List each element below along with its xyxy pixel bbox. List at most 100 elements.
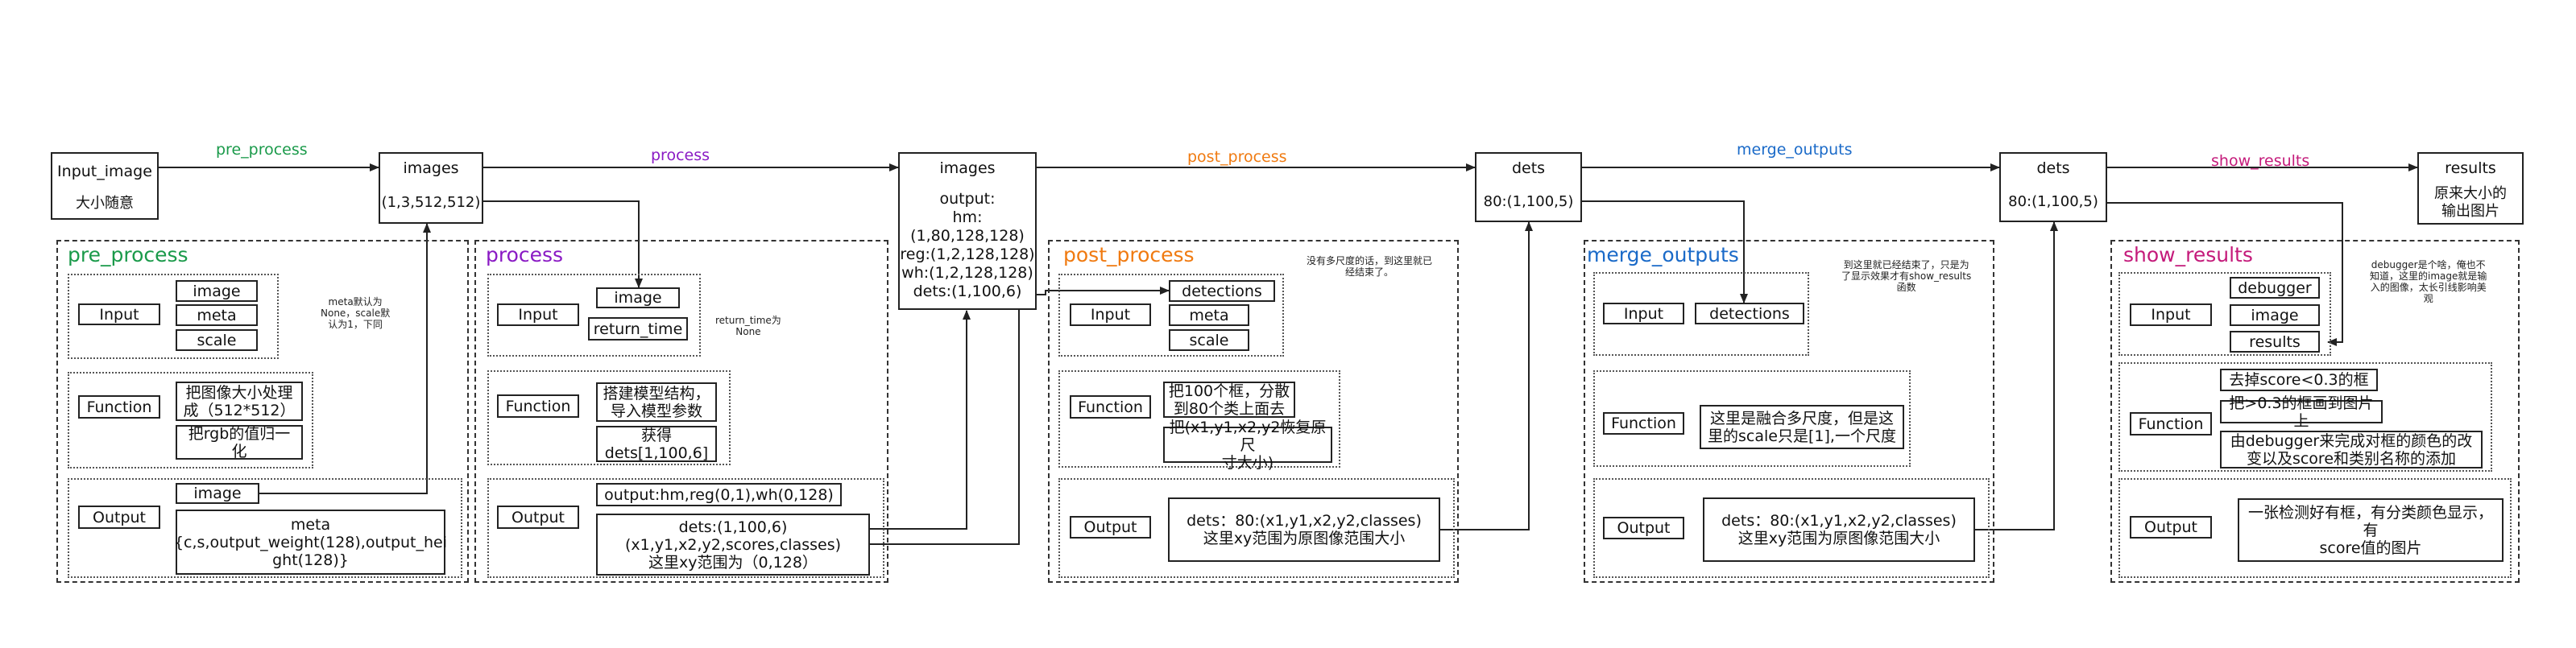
process-function-group xyxy=(487,370,731,465)
pre-process-input-label: Input xyxy=(78,303,160,325)
link-process-output-to-images2 xyxy=(870,310,971,530)
process-input-return-time: return_time xyxy=(588,317,688,341)
dets-node-2: dets xyxy=(1999,152,2107,184)
post-process-function-2: 把(x1,y1,x2,y2恢复原尺 寸大小) xyxy=(1163,419,1332,472)
edge-label-show-results: show_results xyxy=(2211,152,2310,170)
pre-process-input-meta: meta xyxy=(176,304,258,326)
link-preprocess-output-to-images xyxy=(259,223,431,494)
merge-input-label: Input xyxy=(1603,303,1684,324)
show-function-3: 由debugger来完成对框的颜色的改 变以及score和类别名称的添加 xyxy=(2220,431,2483,468)
edge-label-merge-output: merge_outputs xyxy=(1737,141,1853,159)
process-output-group xyxy=(487,478,884,578)
process-input-label: Input xyxy=(497,303,579,326)
show-output-label: Output xyxy=(2130,516,2212,539)
post-process-input-group xyxy=(1058,274,1284,357)
panel-show-results xyxy=(2110,240,2520,583)
show-input-label: Input xyxy=(2130,303,2212,326)
post-process-output-label: Output xyxy=(1070,516,1151,539)
pre-process-note: meta默认为 None，scale默 认为1，下同 xyxy=(321,296,391,330)
results-node-label: results xyxy=(2445,159,2496,177)
post-process-input-detections: detections xyxy=(1169,280,1275,302)
edge-label-post-process: post_process xyxy=(1187,148,1287,166)
images-node-2-sub-label: output: hm: (1,80,128,128) reg:(1,2,128,… xyxy=(900,190,1035,300)
link-postprocess-output-to-dets xyxy=(1440,221,1533,530)
dets-node-2-sub: 80:(1,100,5) xyxy=(1999,183,2107,222)
merge-output-label: Output xyxy=(1603,517,1684,539)
post-process-input-meta: meta xyxy=(1169,304,1249,326)
show-function-2: 把>0.3的框画到图片上 xyxy=(2220,394,2383,430)
images-node-1-sub: (1,3,512,512) xyxy=(379,183,483,224)
show-note: debugger是个啥，俺也不 知道，这里的image就是输 入的图像，太长引线… xyxy=(2370,259,2487,304)
process-function-2: 获得 dets[1,100,6] xyxy=(596,426,717,462)
merge-function-1: 这里是融合多尺度，但是这 里的scale只是[1],一个尺度 xyxy=(1700,405,1904,449)
process-output-label: Output xyxy=(497,506,579,529)
pre-process-function-2: 把rgb的值归一 化 xyxy=(176,425,303,460)
link-process-output-to-images2-b xyxy=(870,310,1020,545)
pre-process-function-1: 把图像大小处理 成（512*512） xyxy=(176,382,303,421)
panel-post-process-title: post_process xyxy=(1063,243,1195,266)
dets-node-1: dets xyxy=(1475,152,1582,184)
images-node-2-sub: output: hm: (1,80,128,128) reg:(1,2,128,… xyxy=(898,183,1037,310)
process-input-image: image xyxy=(596,287,680,308)
results-node-sub: 原来大小的 输出图片 xyxy=(2417,183,2524,225)
results-node: results xyxy=(2417,152,2524,184)
post-process-function-label: Function xyxy=(1070,395,1151,419)
panel-merge-outputs xyxy=(1584,240,1994,583)
panel-merge-outputs-title: merge_outputs xyxy=(1587,243,1739,266)
images-node-1: images xyxy=(379,152,483,184)
pre-process-output-label: Output xyxy=(78,506,160,529)
merge-note: 到这里就已经结束了，只是为 了显示效果才有show_results 函数 xyxy=(1841,259,1972,293)
merge-function-group xyxy=(1593,370,1911,467)
process-note: return_time为 None xyxy=(715,315,781,337)
show-input-image: image xyxy=(2230,304,2320,326)
images-node-2: images xyxy=(898,152,1037,184)
images-node-1-label: images xyxy=(403,159,459,177)
pre-process-output-group xyxy=(68,478,462,578)
pre-process-input-group xyxy=(68,274,279,359)
link-merge-output-to-dets2 xyxy=(1975,221,2058,530)
post-process-note: 没有多尺度的话，到这里就已 经结束了。 xyxy=(1307,255,1433,278)
dets-node-1-sub-label: 80:(1,100,5) xyxy=(1483,192,1574,210)
pre-process-function-group xyxy=(68,372,313,468)
pre-process-output-meta: meta {c,s,output_weight(128),output_hei … xyxy=(174,510,447,575)
edge-label-process: process xyxy=(651,147,710,164)
link-dets2-to-results-input xyxy=(2107,202,2343,346)
show-input-debugger: debugger xyxy=(2230,277,2320,299)
merge-function-label: Function xyxy=(1603,412,1684,435)
dets-node-2-label: dets xyxy=(2036,159,2070,177)
show-function-1: 去掉score<0.3的框 xyxy=(2220,369,2378,391)
dets-node-2-sub-label: 80:(1,100,5) xyxy=(2008,192,2098,210)
images-node-2-label: images xyxy=(939,159,996,177)
merge-output-group xyxy=(1593,478,1990,578)
panel-process xyxy=(474,240,888,583)
post-process-function-1: 把100个框，分散 到80个类上面去 xyxy=(1163,382,1295,418)
merge-input-detections: detections xyxy=(1695,303,1804,324)
dets-node-1-label: dets xyxy=(1511,159,1546,177)
show-input-group xyxy=(2118,272,2331,356)
show-function-group xyxy=(2118,362,2492,472)
pre-process-input-scale: scale xyxy=(176,329,258,351)
pre-process-output-image: image xyxy=(176,483,259,504)
process-output-dets: dets:(1,100,6) (x1,y1,x2,y2,scores,class… xyxy=(596,514,870,576)
post-process-function-group xyxy=(1058,370,1340,468)
process-function-1: 搭建模型结构， 导入模型参数 xyxy=(596,382,717,422)
images-node-1-sub-label: (1,3,512,512) xyxy=(381,193,481,211)
merge-output-dets: dets：80:(x1,y1,x2,y2,classes) 这里xy范围为原图像… xyxy=(1703,497,1975,562)
process-function-label: Function xyxy=(497,394,579,418)
panel-show-results-title: show_results xyxy=(2123,243,2253,266)
process-output-hm: output:hm,reg(0,1),wh(0,128) xyxy=(596,483,842,506)
show-output-image: 一张检测好有框，有分类颜色显示，有 score值的图片 xyxy=(2238,498,2504,562)
input-image-node: Input_image xyxy=(51,152,159,191)
show-input-results: results xyxy=(2230,331,2320,353)
dets-node-1-sub: 80:(1,100,5) xyxy=(1475,183,1582,222)
post-process-input-label: Input xyxy=(1070,303,1151,326)
panel-post-process xyxy=(1048,240,1459,583)
results-node-sub-label: 原来大小的 输出图片 xyxy=(2434,185,2507,220)
input-image-sub-label: 大小随意 xyxy=(76,195,134,212)
post-process-input-scale: scale xyxy=(1169,329,1249,351)
link-dets-to-merge-input xyxy=(1582,200,1748,303)
panel-pre-process-title: pre_process xyxy=(68,243,188,266)
post-process-output-group xyxy=(1058,478,1455,578)
edge-label-pre-process: pre_process xyxy=(216,141,308,159)
